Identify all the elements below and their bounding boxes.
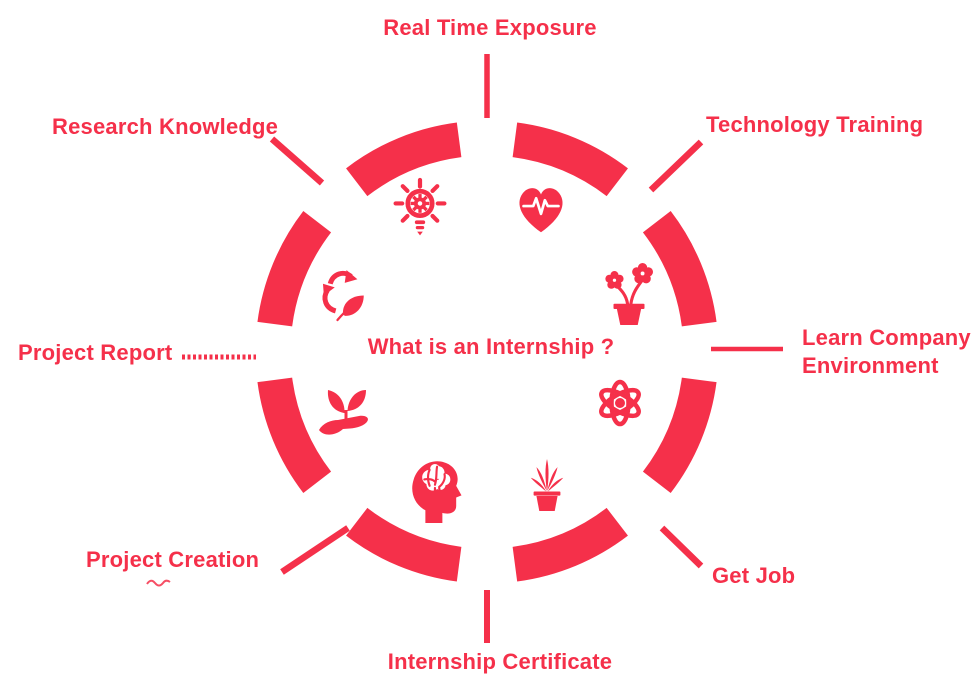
center-title: What is an Internship ? <box>367 334 615 359</box>
scribble-mark <box>146 579 171 587</box>
ring-segment <box>257 211 332 327</box>
ring-segment <box>642 211 717 327</box>
ring-segment <box>512 122 628 197</box>
connector-bottom-right <box>659 525 704 569</box>
atom-icon <box>588 371 652 440</box>
ring-segments <box>257 122 717 582</box>
connector-bottom-left <box>280 525 350 575</box>
label-get-job: Get Job <box>712 563 796 588</box>
flower-pot-icon <box>598 260 660 333</box>
label-project-creation: Project Creation <box>86 547 260 572</box>
ring-segment <box>346 507 462 582</box>
label-technology-training: Technology Training <box>706 112 924 137</box>
label-research-knowledge: Research Knowledge <box>52 114 279 139</box>
connector-top-right <box>648 139 704 193</box>
plant-pot-icon <box>521 449 573 526</box>
ring-segment <box>642 377 717 493</box>
ring-segment <box>346 122 462 197</box>
ring-segment <box>512 507 628 582</box>
connector-top-left <box>269 136 325 186</box>
head-brain-icon <box>402 451 470 532</box>
label-project-report: Project Report <box>18 340 173 365</box>
label-learn-company-environment: Learn Company Environment <box>802 325 971 378</box>
label-internship-certificate: Internship Certificate <box>387 649 613 674</box>
heart-pulse-icon <box>510 177 572 244</box>
idea-lightbulb-gear-icon <box>390 175 450 250</box>
connector-lines <box>182 54 783 643</box>
ring-segment <box>257 377 332 493</box>
hand-sprout-icon <box>314 383 378 450</box>
recycle-leaf-icon <box>313 259 371 328</box>
label-real-time-exposure: Real Time Exposure <box>383 15 597 40</box>
